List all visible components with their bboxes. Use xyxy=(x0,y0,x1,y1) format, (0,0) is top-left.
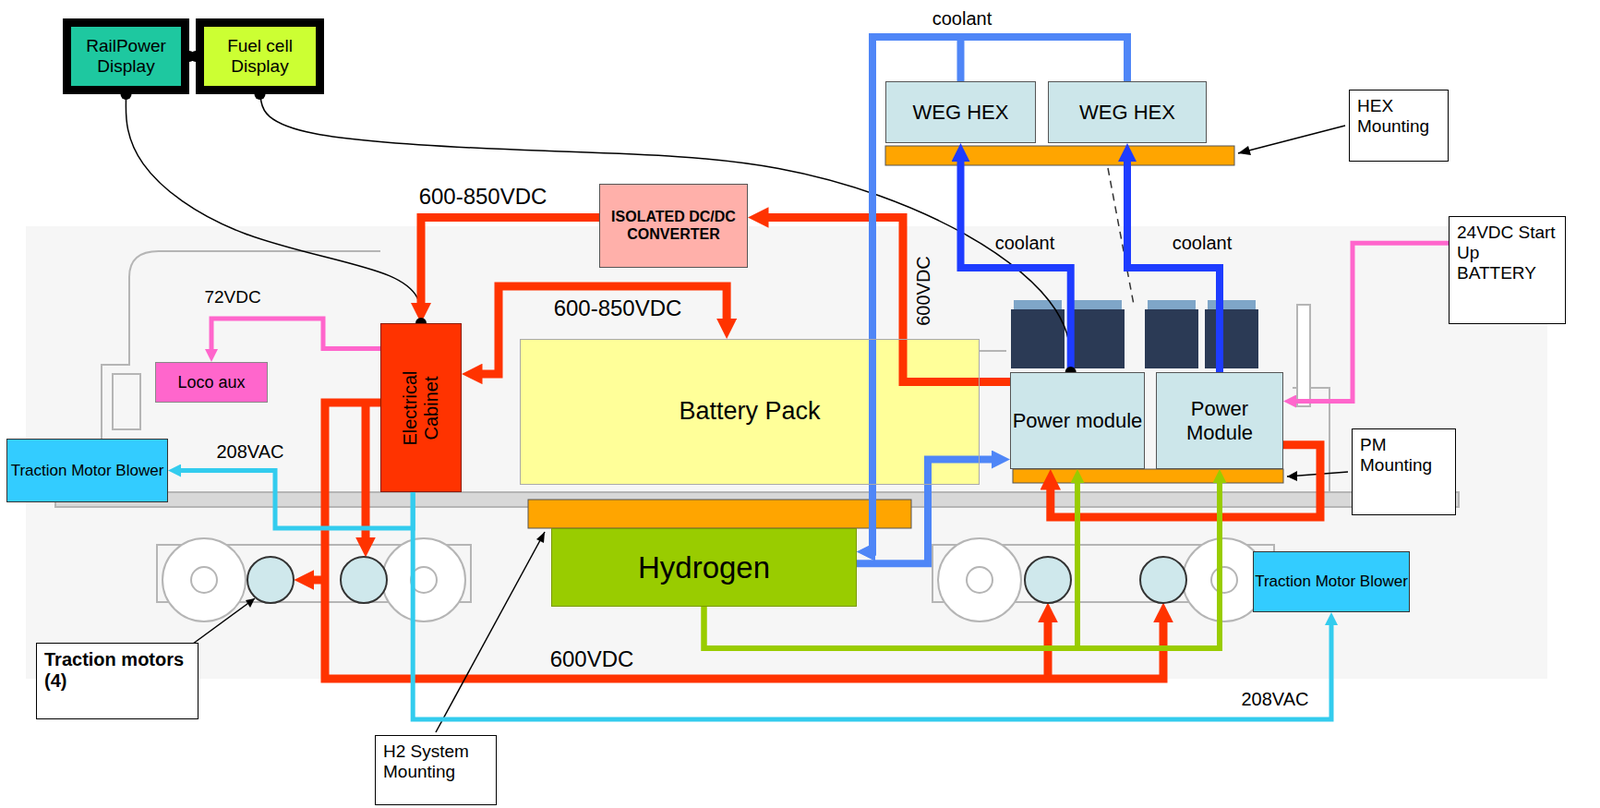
signal-label: 72VDC xyxy=(204,288,261,306)
hood-outline xyxy=(979,350,1330,493)
leader-arrowhead xyxy=(1287,470,1298,482)
node-text: 24VDC Start Up BATTERY xyxy=(1456,222,1558,284)
cab-window xyxy=(112,373,141,430)
exhaust-pole xyxy=(1297,304,1311,407)
battery-fill xyxy=(519,338,980,485)
leader-line xyxy=(1238,125,1346,154)
connector xyxy=(478,286,727,374)
node-text: Traction Motor Blower xyxy=(11,461,165,481)
node-text: Traction motors (4) xyxy=(44,649,191,692)
heat-exchanger-box: WEG HEX xyxy=(885,81,1036,144)
fuel-cell-stack xyxy=(1204,309,1259,369)
connector xyxy=(421,216,600,307)
connector xyxy=(178,470,413,530)
fuel-cell-stack xyxy=(1070,309,1125,369)
background-panel xyxy=(25,226,1548,679)
node-text: RailPower Display xyxy=(71,36,181,77)
leader-tips xyxy=(245,145,1298,608)
display-box: RailPower Display xyxy=(62,18,190,95)
hex-mounting-bar xyxy=(885,145,1235,166)
node-text: Power module xyxy=(1012,409,1143,433)
wheel xyxy=(938,538,1022,622)
stack-cap xyxy=(1073,300,1122,310)
callout-box: PM Mounting xyxy=(1351,428,1456,516)
leader-arrowhead xyxy=(536,531,545,543)
signal-label: 600-850VDC xyxy=(419,185,548,208)
wheel-hub xyxy=(1211,566,1238,593)
pm-mounting-bar xyxy=(1012,469,1284,483)
signal-label: 208VAC xyxy=(1240,689,1309,709)
callout-box: HEX Mounting xyxy=(1348,89,1449,162)
node-text: Fuel cell Display xyxy=(204,36,316,77)
connector xyxy=(856,459,996,565)
power-module-box: Power Module xyxy=(1155,372,1284,470)
node-text: Hydrogen xyxy=(637,550,770,586)
node-text: Traction Motor Blower xyxy=(1254,572,1408,591)
fuel-cell-stack xyxy=(1010,309,1065,369)
fuel-cell-stack xyxy=(1144,309,1199,369)
node-text: WEG HEX xyxy=(1079,100,1176,124)
cabinet-box: Electrical Cabinet xyxy=(380,323,462,493)
converter-box: ISOLATED DC/DC CONVERTER xyxy=(599,183,748,268)
wheel xyxy=(382,538,466,622)
signal-label: 600-850VDC xyxy=(553,297,683,320)
traction-motor xyxy=(247,556,294,603)
node-text: Loco aux xyxy=(177,372,245,393)
connector xyxy=(125,94,422,324)
connector xyxy=(1293,242,1449,401)
blower-box: Traction Motor Blower xyxy=(6,438,169,503)
node-text: Power Module xyxy=(1156,396,1283,445)
connector xyxy=(1127,157,1220,373)
signal-label: 600VDC xyxy=(914,255,933,326)
signal-label: 600VDC xyxy=(550,648,635,671)
node-text: Battery Pack xyxy=(678,396,820,426)
signal-label: coolant xyxy=(932,9,993,28)
stack-cap xyxy=(1147,300,1196,310)
auxiliary-box: Loco aux xyxy=(155,361,268,403)
battery-fill-group xyxy=(519,338,980,485)
wheel-hub xyxy=(191,566,217,593)
traction-feed xyxy=(310,576,325,585)
signal-label: coolant xyxy=(1172,233,1233,253)
display-box: Fuel cell Display xyxy=(195,18,325,95)
h2-mounting-bar xyxy=(528,499,912,529)
leader-line xyxy=(435,531,545,733)
traction-motor xyxy=(1024,556,1071,603)
node-text: ISOLATED DC/DC CONVERTER xyxy=(600,208,747,243)
power-module-box: Power module xyxy=(1010,372,1145,470)
battery-box: Battery Pack xyxy=(519,338,980,485)
connector xyxy=(764,216,1011,382)
stack-cap xyxy=(1207,300,1256,310)
leader-arrowhead xyxy=(245,598,255,608)
callout-box: H2 System Mounting xyxy=(374,734,497,806)
leader-line xyxy=(189,598,255,647)
hydrogen-box: Hydrogen xyxy=(551,528,857,607)
callout-box: 24VDC Start Up BATTERY xyxy=(1448,216,1566,325)
heat-exchanger-box: WEG HEX xyxy=(1047,81,1207,144)
signal-label: 208VAC xyxy=(216,442,284,461)
connector xyxy=(961,157,1071,373)
blower-box: Traction Motor Blower xyxy=(1252,551,1410,613)
callout-box: Traction motors (4) xyxy=(36,642,199,720)
wheel xyxy=(162,538,246,622)
connector xyxy=(211,318,381,352)
leader-arrowhead xyxy=(1238,145,1252,156)
node-text: Electrical Cabinet xyxy=(399,352,443,464)
node-text: H2 System Mounting xyxy=(383,741,489,782)
node-text: HEX Mounting xyxy=(1357,96,1441,137)
wheel-hub xyxy=(966,566,993,593)
traction-motor xyxy=(1140,556,1187,603)
traction-motor xyxy=(340,556,387,603)
node-text: PM Mounting xyxy=(1359,434,1448,476)
locomotive-outline xyxy=(55,251,1459,622)
signal-label: coolant xyxy=(995,233,1056,253)
node-text: WEG HEX xyxy=(913,100,1010,124)
traction-feed xyxy=(361,402,371,542)
leader-lines xyxy=(189,125,1348,733)
